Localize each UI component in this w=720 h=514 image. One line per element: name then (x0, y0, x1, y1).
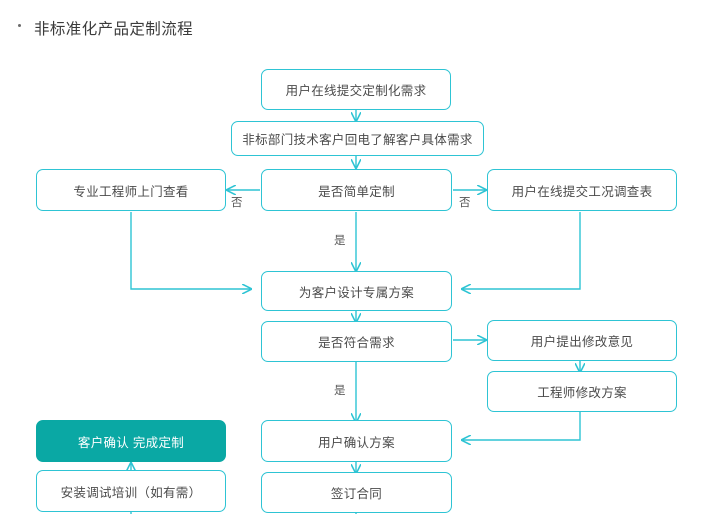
node-n8[interactable]: 用户提出修改意见 (487, 320, 677, 361)
node-n13[interactable]: 签订合同 (261, 472, 452, 513)
node-n3-label: 专业工程师上门查看 (73, 184, 189, 199)
node-n10-highlight[interactable]: 客户确认 完成定制 (36, 420, 226, 462)
node-n12-label: 安装调试培训（如有需） (60, 485, 202, 500)
edge-label-no-left: 否 (231, 197, 243, 209)
node-n10-label: 客户确认 完成定制 (77, 435, 185, 450)
node-n7-label: 是否符合需求 (318, 336, 395, 350)
node-n8-label: 用户提出修改意见 (530, 335, 634, 349)
node-n13-label: 签订合同 (330, 487, 383, 501)
node-n11-label: 用户确认方案 (318, 435, 395, 450)
edge-label-yes-design: 是 (334, 235, 346, 247)
node-n2[interactable]: 非标部门技术客户回电了解客户具体需求 (231, 121, 484, 156)
node-n12[interactable]: 安装调试培训（如有需） (36, 470, 226, 512)
node-n4[interactable]: 是否简单定制 (261, 169, 452, 211)
node-n9-label: 工程师修改方案 (537, 386, 627, 400)
page-title: 非标准化产品定制流程 (34, 21, 194, 38)
edge-label-yes-confirm: 是 (334, 385, 346, 397)
node-n9[interactable]: 工程师修改方案 (487, 371, 677, 412)
node-n6-label: 为客户设计专属方案 (298, 285, 415, 300)
node-n11[interactable]: 用户确认方案 (261, 420, 452, 462)
node-n2-label: 非标部门技术客户回电了解客户具体需求 (242, 133, 473, 147)
node-n5[interactable]: 用户在线提交工况调查表 (487, 169, 677, 211)
edge-label-no-right: 否 (459, 197, 471, 209)
node-n6[interactable]: 为客户设计专属方案 (261, 271, 452, 311)
bullet-dot-icon (18, 24, 21, 27)
node-n1-label: 用户在线提交定制化需求 (285, 84, 427, 98)
node-n4-label: 是否简单定制 (318, 184, 395, 199)
node-n5-label: 用户在线提交工况调查表 (511, 184, 653, 199)
node-n3[interactable]: 专业工程师上门查看 (36, 169, 226, 211)
node-n1[interactable]: 用户在线提交定制化需求 (261, 69, 451, 110)
node-n7[interactable]: 是否符合需求 (261, 321, 452, 362)
